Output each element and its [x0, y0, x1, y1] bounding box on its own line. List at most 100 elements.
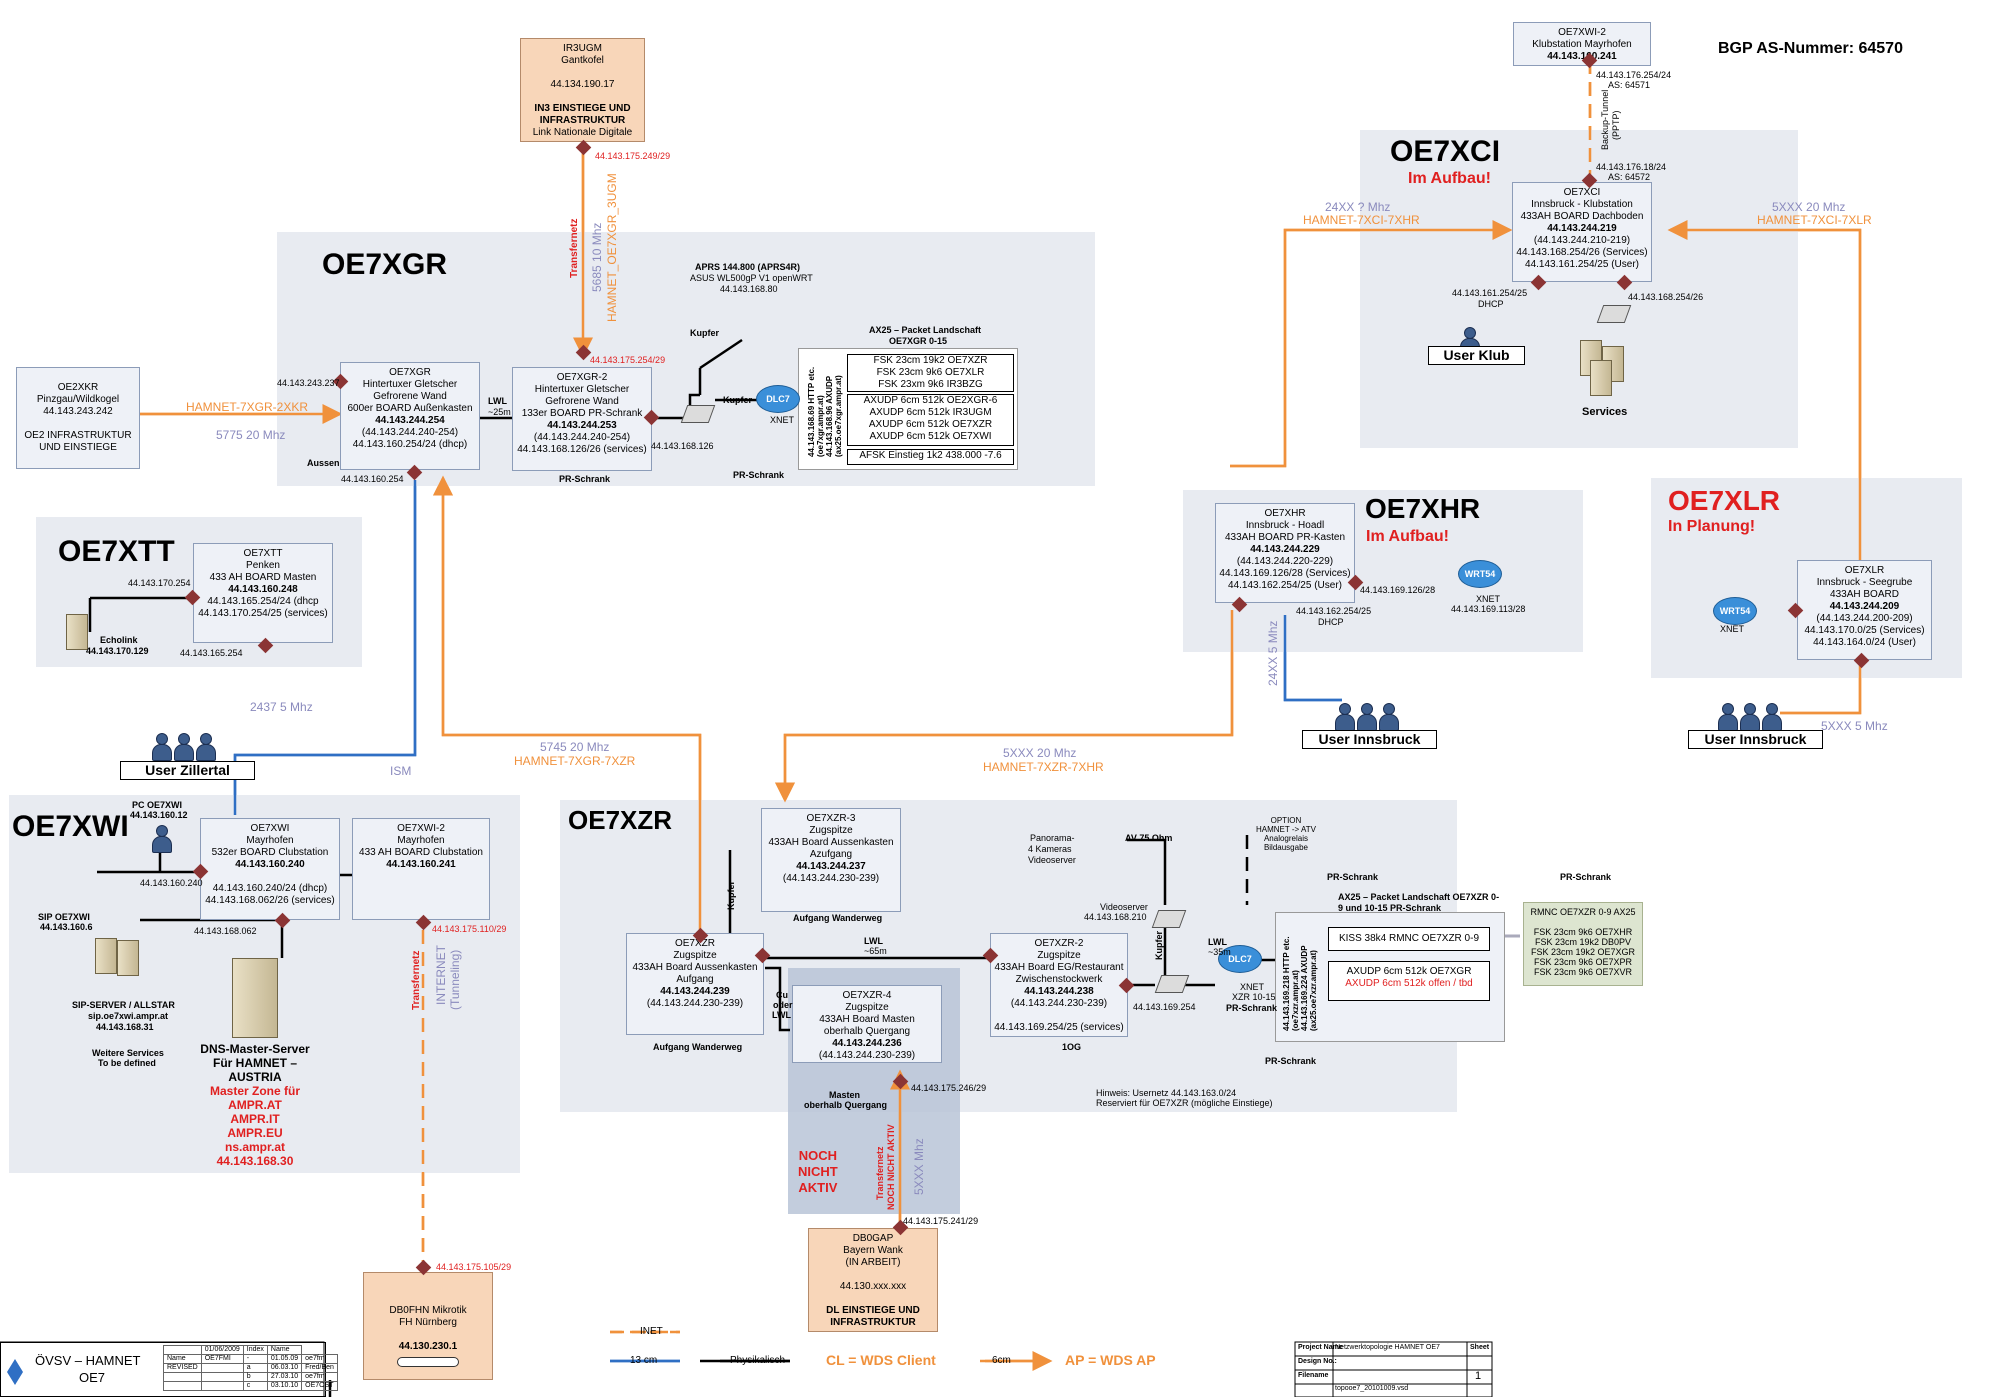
axudp-line: AXUDP 6cm 512k OE7XGR [1346, 966, 1472, 977]
ip-label: 44.143.169.113/28 [1451, 604, 1526, 614]
box-line: Zugspitze [809, 825, 853, 836]
box-ip: 44.143.244.239 [660, 986, 730, 997]
option-line: HAMNET -> ATV [1256, 825, 1316, 834]
wrt54-router-lr[interactable]: WRT54 [1713, 597, 1757, 625]
ax25-xgr-vertical: 44.143.168.69 HTTP etc. (oe7xgr.ampr.at)… [807, 367, 843, 457]
user-icon [1762, 703, 1782, 731]
ir3ugm-line: Link Nationale Digitale [532, 127, 633, 138]
echolink-ip: 44.143.170.129 [86, 646, 149, 656]
title-oe7xtt: OE7XTT [58, 535, 175, 568]
box-line: Penken [246, 560, 280, 571]
kupfer-label: Kupfer [690, 328, 719, 338]
box-oe7xlr[interactable]: OE7XLR Innsbruck - Seegrube 433AH BOARD … [1797, 560, 1932, 660]
box-line: Hintertuxer Gletscher [362, 379, 458, 390]
box-oe7xzr3[interactable]: OE7XZR-3 Zugspitze 433AH Board Aussenkas… [761, 808, 901, 912]
box-oe7xhr[interactable]: OE7XHR Innsbruck - Hoadl 433AH BOARD PR-… [1215, 503, 1355, 603]
link-label: HAMNET-7XGR-2XKR [186, 400, 309, 414]
box-ip: 44.143.244.219 [1547, 223, 1617, 234]
link-label-vertical: INTERNET [434, 945, 448, 1005]
box-line: Zugspitze [845, 1002, 889, 1013]
ip-label: 44.143.168.126 [651, 441, 714, 451]
box-line: 532er BOARD Clubstation [211, 847, 329, 858]
pr-schrank-label: PR-Schrank [1265, 1056, 1317, 1066]
link-label: HAMNET-7XCI-7XLR [1757, 213, 1872, 227]
ax25-xgr-vline: 44.143.168.96 AXUDP [825, 375, 834, 457]
rmnc-box[interactable]: RMNC OE7XZR 0-9 AX25 FSK 23cm 9k6 OE7XHR… [1523, 902, 1643, 986]
ax25-xzr-vline: (ax25.oe7xzr.ampr.at) [1309, 950, 1318, 1031]
hinweis-label: Reserviert für OE7XZR (mögliche Einstieg… [1096, 1098, 1273, 1108]
rmnc-line [1524, 917, 1642, 927]
revision-cell: 03.10.10 [266, 1381, 303, 1391]
box-line: Innsbruck - Klubstation [1531, 199, 1633, 210]
box-line: (44.143.244.230-239) [782, 873, 880, 884]
legend-lines [610, 1330, 1050, 1363]
cu-label: oder [773, 1000, 793, 1010]
revision-cell: Name [266, 1345, 303, 1355]
revision-cell: 27.03.10 [266, 1372, 303, 1382]
box-oe7xgr2[interactable]: OE7XGR-2 Hintertuxer Gletscher Gefrorene… [512, 367, 652, 471]
box-oe7xzr4[interactable]: OE7XZR-4 Zugspitze 433AH Board Masten ob… [792, 985, 942, 1063]
box-line: OE7XZR-2 [1034, 938, 1084, 949]
box-oe7xwi[interactable]: OE7XWI Mayrhofen 532er BOARD Clubstation… [200, 818, 340, 920]
box-line: 433AH Board Aussenkasten [768, 837, 894, 848]
box-ip: 44.143.244.209 [1829, 601, 1900, 612]
box-oe7xwi2-top[interactable]: OE7XWI-2 Klubstation Mayrhofen 44.143.16… [1513, 22, 1651, 66]
box-oe7xzr[interactable]: OE7XZR Zugspitze 433AH Board Aussenkaste… [626, 933, 764, 1035]
dlc7-router[interactable]: DLC7 [756, 385, 800, 413]
box-oe7xci[interactable]: OE7XCI Innsbruck - Klubstation 433AH BOA… [1512, 182, 1652, 282]
as-label: AS: 64572 [1608, 172, 1651, 182]
axudp-line-red: AXUDP 6cm 512k offen / tbd [1345, 978, 1473, 989]
box-line: OE7XLR [1844, 565, 1885, 576]
box-line: 433 AH BOARD Clubstation [359, 847, 483, 858]
aufgang-label: Aufgang Wanderweg [793, 913, 883, 923]
box-ip: 44.143.244.229 [1250, 544, 1320, 555]
box-oe2xkr[interactable]: OE2XKR Pinzgau/Wildkogel 44.143.243.242 … [16, 367, 140, 469]
user-icon [1357, 703, 1377, 731]
legend-ap: AP = WDS AP [1065, 1352, 1156, 1368]
box-line: 44.143.161.254/25 (User) [1525, 259, 1639, 270]
box-line: 44.143.169.254/25 (services) [994, 1022, 1124, 1033]
title-oe7xwi: OE7XWI [12, 810, 129, 843]
panorama-label: Panorama- [1030, 833, 1075, 843]
box-line: Mayrhofen [246, 835, 294, 846]
lwl-distance: ~25m [488, 407, 511, 417]
option-label: OPTION HAMNET -> ATV Analogrelais Bildau… [1256, 816, 1316, 852]
box-oe7xtt[interactable]: OE7XTT Penken 433 AH BOARD Masten 44.143… [193, 543, 333, 643]
ip-label: 44.143.176.18/24 [1596, 162, 1667, 172]
legend-13cm: 13 cm [630, 1355, 658, 1366]
box-line: OE7XWI [250, 823, 290, 834]
box-db0gap[interactable]: DB0GAP Bayern Wank (IN ARBEIT) 44.130.xx… [808, 1228, 938, 1332]
revision-cell: - [242, 1354, 268, 1364]
box-ir3ugm[interactable]: IR3UGM Gantkofel 44.134.190.17 IN3 EINST… [520, 38, 645, 142]
revision-cell [200, 1363, 244, 1373]
box-line: DB0FHN Mikrotik [389, 1305, 467, 1316]
wrt54-router[interactable]: WRT54 [1458, 560, 1502, 588]
link-label-vertical: HAMNET_OE7XGR_3UGM [605, 173, 619, 322]
fsk-line: FSK 23cm 19k2 OE7XZR [873, 355, 988, 366]
box-oe7xgr[interactable]: OE7XGR Hintertuxer Gletscher Gefrorene W… [340, 362, 480, 470]
box-oe7xwi2[interactable]: OE7XWI-2 Mayrhofen 433 AH BOARD Clubstat… [352, 818, 490, 920]
ip-label: 44.143.175.249/29 [595, 151, 671, 161]
box-line: 433AH BOARD PR-Kasten [1224, 532, 1346, 543]
box-ip: 44.143.244.254 [375, 415, 445, 426]
sheet-label: Sheet [1470, 1344, 1490, 1351]
box-db0fhn[interactable]: DB0FHN Mikrotik FH Nürnberg 44.130.230.1 [363, 1272, 493, 1380]
ir3ugm-line [521, 67, 644, 79]
dhcp-label: DHCP [1478, 299, 1504, 309]
dlc7-router-xzr[interactable]: DLC7 [1218, 945, 1262, 973]
box-line: INFRASTRUKTUR [830, 1317, 916, 1328]
box-ip: 44.143.244.253 [547, 420, 617, 431]
pc-user-icon [152, 825, 172, 853]
box-line: DL EINSTIEGE UND [826, 1305, 920, 1316]
revision-cell: OE7FMI [200, 1354, 244, 1364]
org-logo-icon [7, 1359, 23, 1385]
title-oe7xgr: OE7XGR [322, 248, 448, 281]
xnet-label: XNET [770, 415, 795, 425]
box-oe7xzr2[interactable]: OE7XZR-2 Zugspitze 433AH Board EG/Restau… [990, 933, 1128, 1037]
box-line: 433 AH BOARD Masten [209, 572, 317, 583]
xnet-label: XNET [1240, 982, 1265, 992]
box-line: 433AH Board Masten [819, 1014, 915, 1025]
ip-label: 44.143.175.254/29 [590, 355, 666, 365]
